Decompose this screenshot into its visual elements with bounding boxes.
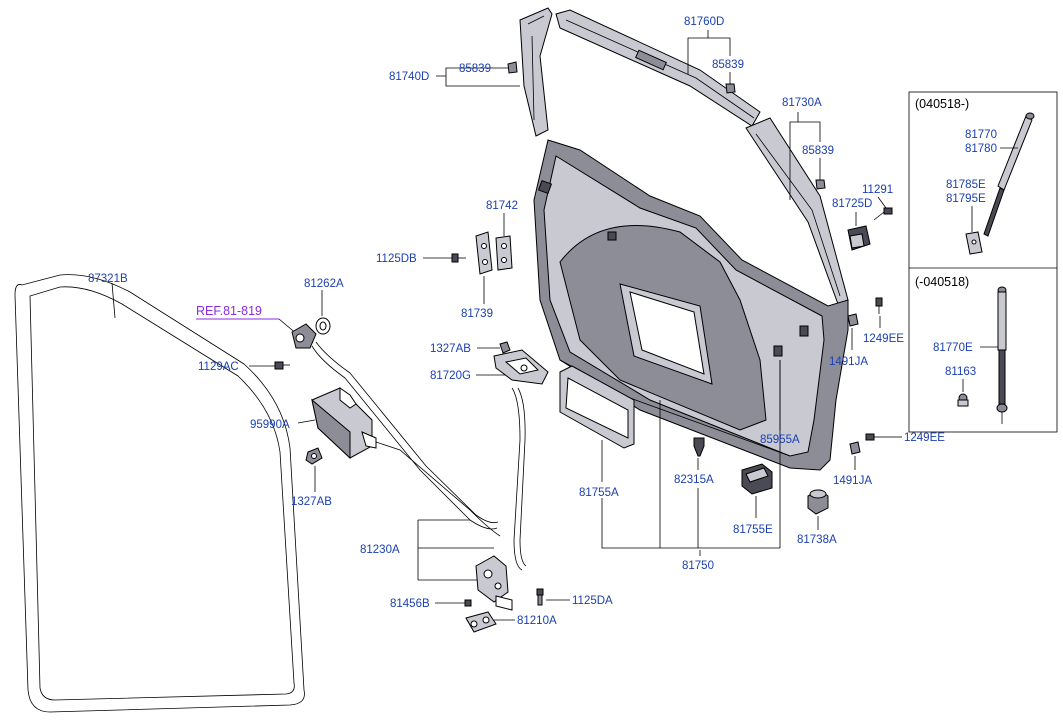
gas-strut-lower <box>996 286 1008 424</box>
striker-81210A <box>465 611 497 633</box>
label-81742: 81742 <box>486 200 518 212</box>
inner-trim-panel-81750 <box>533 139 849 471</box>
ref-label: REF.81-819 <box>196 304 262 318</box>
latch-rod-2 <box>517 387 527 567</box>
label-1249EE-lower: 1249EE <box>904 432 945 444</box>
label-81760D: 81760D <box>684 16 724 28</box>
variant-upper-label: (040518-) <box>915 97 969 111</box>
hinge-81742 <box>495 235 513 271</box>
label-81780: 81780 <box>965 143 997 155</box>
label-81738A: 81738A <box>797 534 837 546</box>
label-1491JA-lower: 1491JA <box>833 475 872 487</box>
leader-81230A <box>417 519 494 581</box>
label-1327AB-left: 1327AB <box>291 496 332 508</box>
bolt-11291 <box>873 207 893 221</box>
label-85839-c: 85839 <box>802 145 834 157</box>
leader-95990A <box>297 419 316 424</box>
variant-box <box>908 91 1058 433</box>
label-1249EE-upper: 1249EE <box>863 333 904 345</box>
pull-handle-81755E <box>741 463 773 495</box>
leader-11291 <box>877 196 887 209</box>
hinge-81739 <box>475 231 493 275</box>
label-81720G: 81720G <box>430 370 471 382</box>
label-87321B: 87321B <box>88 273 128 285</box>
clip-1491JA-upper <box>847 313 859 327</box>
label-1125DA: 1125DA <box>572 595 613 607</box>
actuator-module-95990A <box>311 387 377 460</box>
tailgate-latch-81230A <box>475 555 513 611</box>
trim-81740D <box>519 7 553 137</box>
clip-82315A <box>693 437 705 457</box>
label-1125DB: 1125DB <box>376 253 417 265</box>
weatherstrip-seal <box>14 274 305 713</box>
leader-81740D <box>436 67 520 87</box>
label-81795E: 81795E <box>946 193 986 205</box>
label-95990A: 95990A <box>250 419 290 431</box>
latch-rod <box>511 387 523 571</box>
leader-81750 <box>601 360 781 549</box>
nut-1327AB-mid <box>499 341 511 354</box>
label-81210A: 81210A <box>517 615 557 627</box>
screw-1249EE-upper <box>875 297 883 314</box>
actuator-cable-2 <box>315 341 499 524</box>
label-81163: 81163 <box>945 366 976 378</box>
clip-85839-c <box>815 179 826 190</box>
leader-81730A <box>789 112 821 200</box>
leader-87321B <box>111 282 116 319</box>
label-1129AC: 1129AC <box>198 361 239 373</box>
clip-85839-b <box>725 83 736 94</box>
label-81456B: 81456B <box>390 598 430 610</box>
window-cover-81755A <box>559 365 635 449</box>
nut-1327AB-left <box>305 447 323 465</box>
label-82315A: 82315A <box>674 474 714 486</box>
bolt-1125DA <box>536 588 544 606</box>
label-81725D: 81725D <box>832 198 872 210</box>
label-81262A: 81262A <box>304 278 344 290</box>
label-81770: 81770 <box>965 129 997 141</box>
label-81770E: 81770E <box>933 342 973 354</box>
screw-1249EE-lower <box>865 433 886 441</box>
label-81755A: 81755A <box>579 487 619 499</box>
clip-85839-a <box>507 61 518 74</box>
label-81755E: 81755E <box>733 524 773 536</box>
label-85839-a: 85839 <box>459 63 491 75</box>
screw-81456B <box>464 599 472 607</box>
ball-stud-81163 <box>957 393 969 407</box>
label-1327AB-mid: 1327AB <box>430 343 471 355</box>
bumper-81738A <box>807 489 829 515</box>
variant-lower-label: (-040518) <box>915 275 969 289</box>
grommet-81262A <box>315 317 331 335</box>
label-81750: 81750 <box>682 560 714 572</box>
leader-81760D <box>687 30 731 74</box>
label-11291: 11291 <box>862 184 893 196</box>
module-cable <box>375 441 501 537</box>
label-81230A: 81230A <box>360 544 400 556</box>
gas-strut-upper <box>965 112 1035 255</box>
label-85839-b: 85839 <box>712 59 744 71</box>
label-81785E: 81785E <box>946 179 986 191</box>
clip-1491JA-lower <box>849 441 861 455</box>
screw-1125DB <box>451 253 466 263</box>
door-lock-actuator <box>291 323 317 349</box>
outer-handle-81720G <box>493 349 549 385</box>
label-1491JA-upper: 1491JA <box>829 356 868 368</box>
label-85955A: 85955A <box>760 434 800 446</box>
bumper-81725D <box>847 225 871 251</box>
trim-81760D <box>555 9 761 127</box>
label-81740D: 81740D <box>389 71 429 83</box>
panel-pads <box>537 179 809 357</box>
screw-1129AC <box>274 361 290 370</box>
label-81730A: 81730A <box>782 97 822 109</box>
label-81739: 81739 <box>461 308 493 320</box>
